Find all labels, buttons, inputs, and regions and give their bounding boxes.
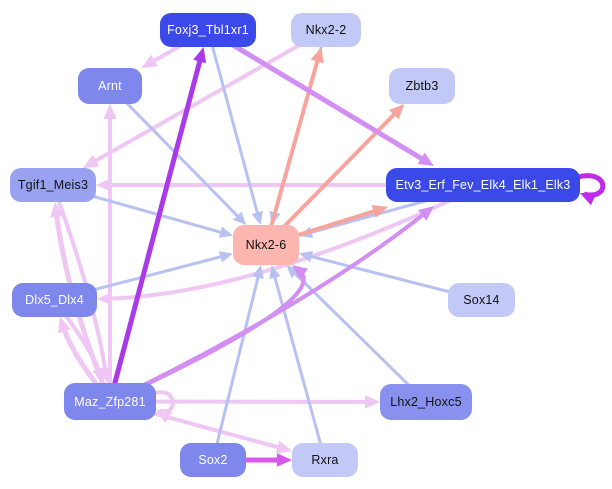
node-foxj3: Foxj3_Tbl1xr1 [160, 13, 256, 47]
node-label: Tgif1_Meis3 [17, 178, 89, 192]
edge-nkx2_2-tgif1 [82, 28, 327, 168]
node-label: Maz_Zfp281 [74, 394, 146, 409]
node-sox14: Sox14 [448, 283, 515, 317]
node-zbtb3: Zbtb3 [389, 68, 455, 104]
node-label: Dlx5_Dlx4 [25, 293, 84, 307]
node-maz: Maz_Zfp281 [64, 383, 156, 420]
node-rxra: Rxra [292, 443, 358, 477]
node-nkx2_2: Nkx2-2 [291, 13, 361, 47]
node-label: Nkx2-2 [305, 23, 347, 37]
node-label: Zbtb3 [405, 79, 439, 93]
edge-rxra-nkx2_6 [269, 265, 327, 461]
node-tgif1: Tgif1_Meis3 [10, 168, 96, 202]
edge-maz-arnt [103, 104, 117, 402]
node-label: Rxra [311, 453, 339, 467]
edge-maz-foxj3 [107, 47, 207, 403]
node-label: Nkx2-6 [245, 238, 287, 252]
edge-lhx2-nkx2_6 [286, 265, 428, 404]
node-label: Sox14 [463, 293, 500, 307]
edge-nkx2_6-nkx2_2 [264, 47, 324, 246]
node-etv3: Etv3_Erf_Fev_Elk4_Elk1_Elk3 [386, 168, 580, 202]
node-label: Sox2 [198, 453, 228, 467]
edge-arnt-nkx2_6 [108, 84, 247, 225]
edge-maz-nkx2_6 [109, 265, 309, 404]
node-sox2: Sox2 [180, 443, 246, 477]
node-nkx2_6: Nkx2-6 [233, 225, 299, 265]
node-label: Arnt [98, 79, 122, 93]
node-dlx5: Dlx5_Dlx4 [12, 283, 97, 317]
edge-etv3-etv3 [577, 173, 606, 206]
node-lhx2: Lhx2_Hoxc5 [380, 384, 472, 420]
node-arnt: Arnt [78, 68, 142, 104]
edge-foxj3-nkx2_6 [206, 29, 263, 225]
node-label: Lhx2_Hoxc5 [390, 395, 462, 409]
node-label: Etv3_Erf_Fev_Elk4_Elk1_Elk3 [395, 178, 571, 192]
node-label: Foxj3_Tbl1xr1 [167, 23, 249, 37]
edge-foxj3-etv3 [206, 27, 434, 166]
edge-sox2-nkx2_6 [211, 265, 264, 461]
